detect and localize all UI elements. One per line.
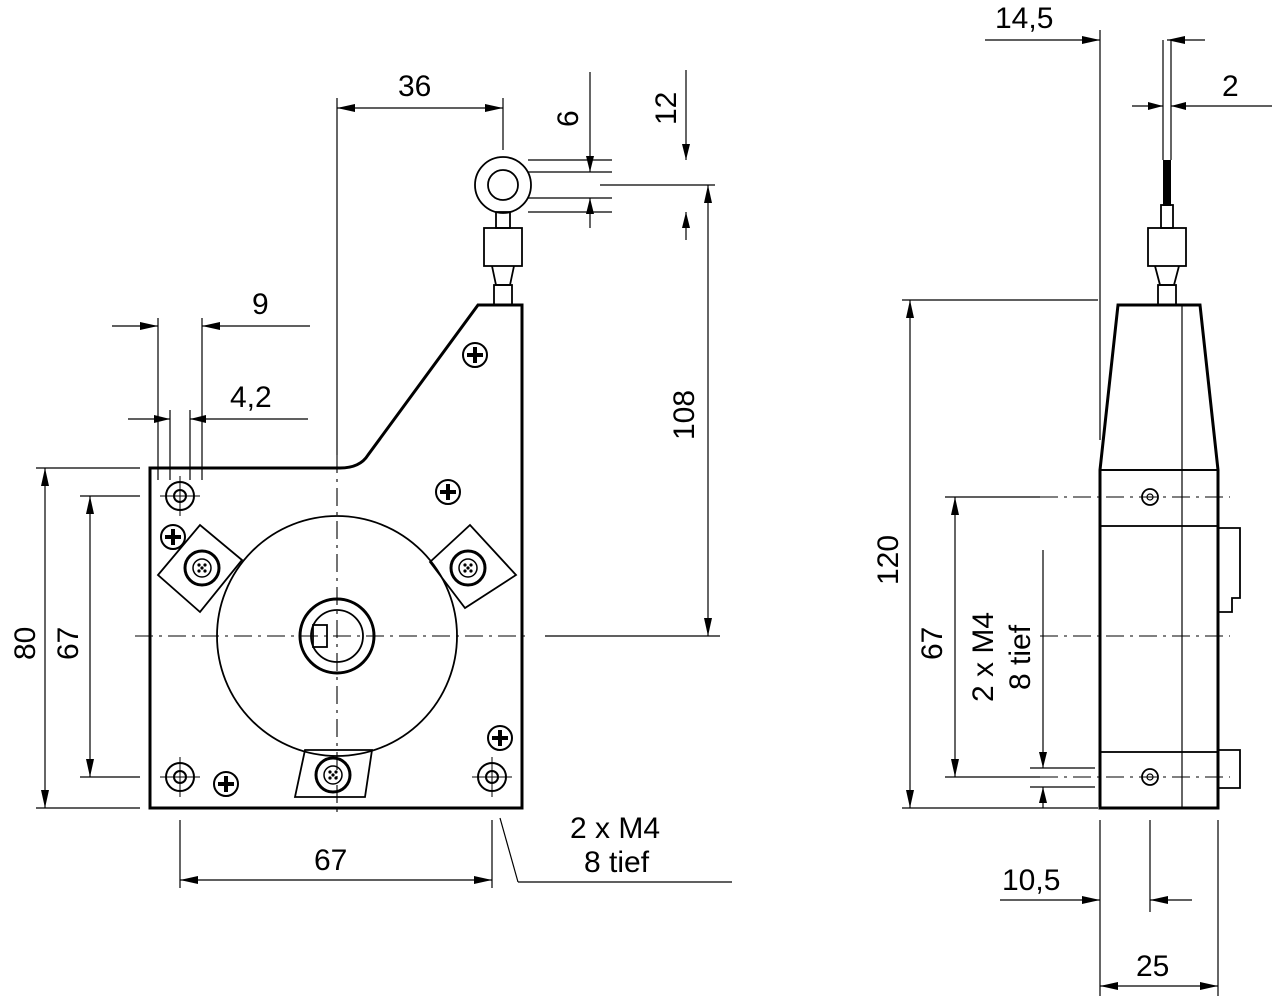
- side-thread-note-line2: 8 tief: [1004, 624, 1037, 690]
- dim-67-horizontal: 67: [314, 844, 347, 877]
- front-thread-note-line1: 2 x M4: [570, 812, 660, 845]
- dim-25: 25: [1136, 950, 1169, 983]
- connector-top-left: [156, 523, 244, 614]
- side-thread-note-line1: 2 x M4: [967, 612, 1000, 702]
- dim-9: 9: [252, 288, 269, 321]
- dim-80: 80: [9, 627, 42, 660]
- screw-icon: [461, 341, 489, 369]
- screw-icon: [159, 523, 187, 551]
- dim-14-5: 14,5: [995, 2, 1053, 35]
- connector-top-right: [428, 523, 518, 610]
- screw-icon: [212, 770, 240, 798]
- dim-67-vertical: 67: [52, 627, 85, 660]
- side-housing-outline: [1098, 303, 1220, 810]
- dim-67-side: 67: [916, 627, 949, 660]
- dim-120: 120: [872, 535, 905, 585]
- dim-10-5: 10,5: [1002, 864, 1060, 897]
- front-housing-outline: [148, 303, 524, 810]
- dim-4-2: 4,2: [230, 381, 272, 414]
- connector-bottom: [293, 749, 374, 798]
- screw-icon: [434, 478, 462, 506]
- dim-36: 36: [398, 70, 431, 103]
- mounting-hole-bottom-left: [159, 756, 201, 798]
- dim-6: 6: [552, 110, 585, 127]
- dim-108: 108: [668, 390, 701, 440]
- dim-2: 2: [1222, 70, 1239, 103]
- side-view: 14,5 2 120 67 2 x M4 8 tief: [872, 2, 1272, 996]
- side-cable: [1147, 40, 1187, 306]
- front-view: 36 6 12 108 9: [9, 70, 732, 888]
- mounting-hole-top-left: [159, 475, 201, 517]
- dim-12: 12: [650, 92, 683, 125]
- screw-icon: [486, 724, 514, 752]
- cable-eyelet: [474, 156, 532, 306]
- front-thread-note-line2: 8 tief: [584, 846, 650, 879]
- mounting-hole-bottom-right: [471, 756, 513, 798]
